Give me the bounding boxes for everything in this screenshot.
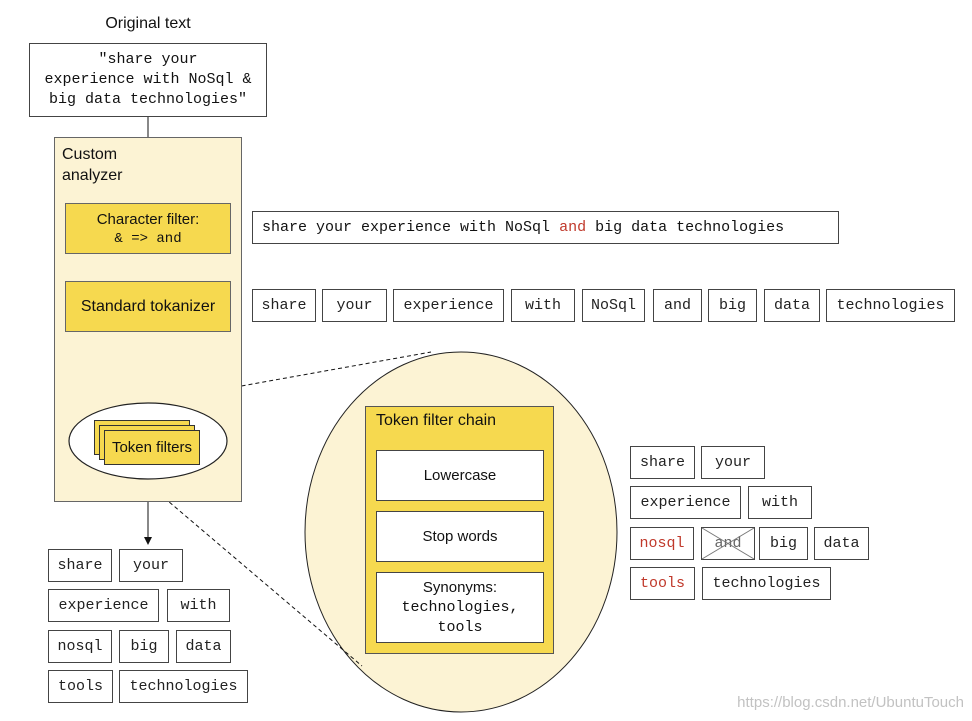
tokenized-token: big [708, 289, 757, 322]
char-filtered-after: big data technologies [586, 219, 785, 236]
char-filtered-before: share your experience with NoSql [262, 219, 560, 236]
tokenized-token: with [511, 289, 575, 322]
tokenized-token: share [252, 289, 316, 322]
tokenized-token: and [653, 289, 702, 322]
output-token: experience [48, 589, 159, 622]
char-filtered-text-box: share your experience with NoSql and big… [252, 211, 839, 244]
removed-token-and: and [701, 527, 755, 560]
output-token: big [119, 630, 169, 663]
token-filter-chain-title: Token filter chain [376, 412, 497, 429]
filtered-token-tools: tools [630, 567, 695, 600]
tokenized-token: experience [393, 289, 504, 322]
stop-words-filter: Stop words [376, 511, 544, 562]
custom-analyzer-label: Custom analyzer [62, 146, 123, 184]
tokenized-token: NoSql [582, 289, 645, 322]
original-text-title: Original text [105, 15, 191, 32]
synonyms-filter-title: Synonyms: [422, 578, 498, 596]
character-filter-rule: & => and [114, 230, 182, 247]
synonyms-filter-line2: tools [437, 618, 483, 636]
filtered-token-big: big [759, 527, 808, 560]
output-token: technologies [119, 670, 248, 703]
zoom-guide-bottom [147, 483, 363, 667]
output-token: nosql [48, 630, 112, 663]
filtered-token-your: your [701, 446, 765, 479]
filtered-token-experience: experience [630, 486, 741, 519]
original-text-box: "share your experience with NoSql & big … [29, 43, 267, 117]
filtered-token-nosql: nosql [630, 527, 694, 560]
filtered-token-with: with [748, 486, 812, 519]
standard-tokenizer-box: Standard tokanizer [65, 281, 231, 332]
tokenized-token: data [764, 289, 820, 322]
token-filters-label: Token filters [111, 439, 193, 456]
output-token: with [167, 589, 230, 622]
stop-words-filter-label: Stop words [422, 528, 498, 545]
character-filter-title: Character filter: [96, 210, 200, 228]
synonyms-filter-line1: technologies, [401, 598, 519, 616]
synonyms-filter: Synonyms: technologies, tools [376, 572, 544, 643]
character-filter-box: Character filter: & => and [65, 203, 231, 254]
char-filtered-highlight: and [559, 219, 587, 236]
tokenized-token: technologies [826, 289, 955, 322]
tokenized-token: your [322, 289, 387, 322]
lowercase-filter: Lowercase [376, 450, 544, 501]
token-filter-card-front: Token filters [104, 430, 200, 465]
output-token: tools [48, 670, 113, 703]
watermark: https://blog.csdn.net/UbuntuTouch [737, 694, 964, 711]
output-token: your [119, 549, 183, 582]
output-token: share [48, 549, 112, 582]
output-token: data [176, 630, 231, 663]
zoom-guide-top [151, 351, 432, 403]
filtered-token-technologies: technologies [702, 567, 831, 600]
cross-out-icon [701, 527, 755, 560]
filtered-token-share: share [630, 446, 695, 479]
lowercase-filter-label: Lowercase [423, 467, 497, 484]
filtered-token-data: data [814, 527, 869, 560]
